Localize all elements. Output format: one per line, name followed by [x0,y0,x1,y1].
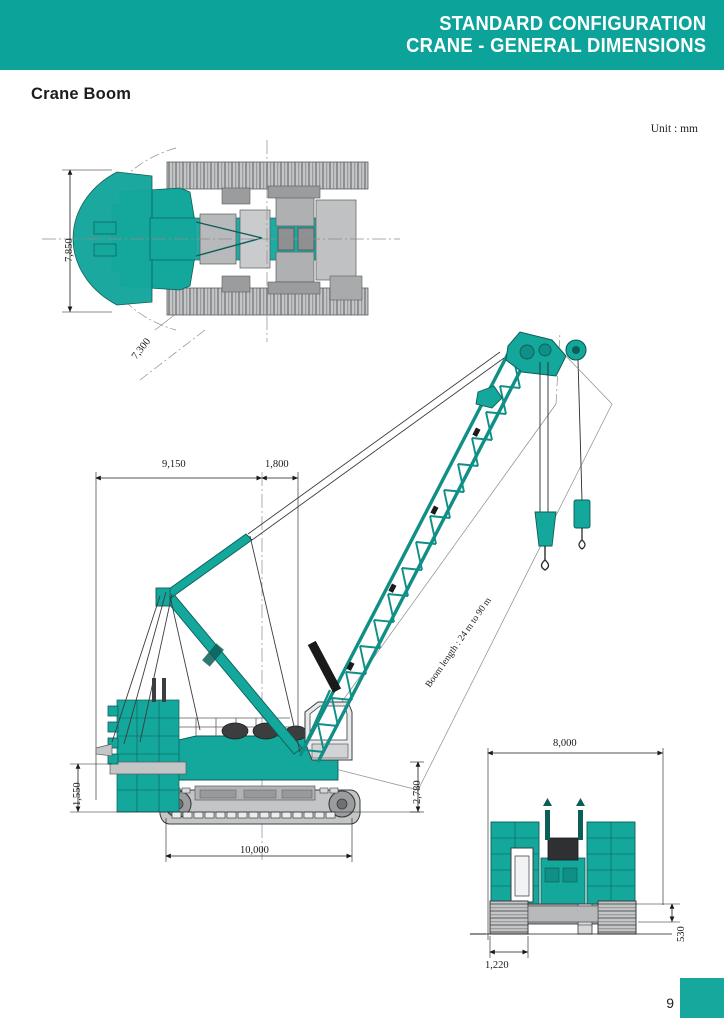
page-header-bar: STANDARD CONFIGURATION CRANE - GENERAL D… [0,0,724,70]
dim-overall-width-7850: 7,850 [64,238,75,262]
page-corner-accent [680,978,724,1018]
header-title-line2: CRANE - GENERAL DIMENSIONS [405,35,706,57]
unit-note: Unit : mm [650,123,698,135]
side-view-lattice-boom [298,345,532,763]
dim-530: 530 [676,926,687,942]
side-view-drawing [70,331,613,862]
page-title: Crane Boom [31,85,132,103]
side-view-boom-head [475,331,613,571]
dim-8000: 8,000 [553,738,577,749]
dim-9150: 9,150 [162,459,186,470]
header-title-line1: STANDARD CONFIGURATION [438,13,706,35]
top-view-drawing [42,140,400,381]
dim-2780: 2,780 [412,780,423,804]
front-view-drawing [470,748,680,958]
dim-10000: 10,000 [240,845,269,856]
dim-1800: 1,800 [265,459,289,470]
side-view-crawler [159,785,361,825]
side-view-mast [111,351,505,755]
dim-1550: 1,550 [72,782,83,806]
dim-1220: 1,220 [485,960,509,971]
page-number: 9 [666,995,674,1011]
